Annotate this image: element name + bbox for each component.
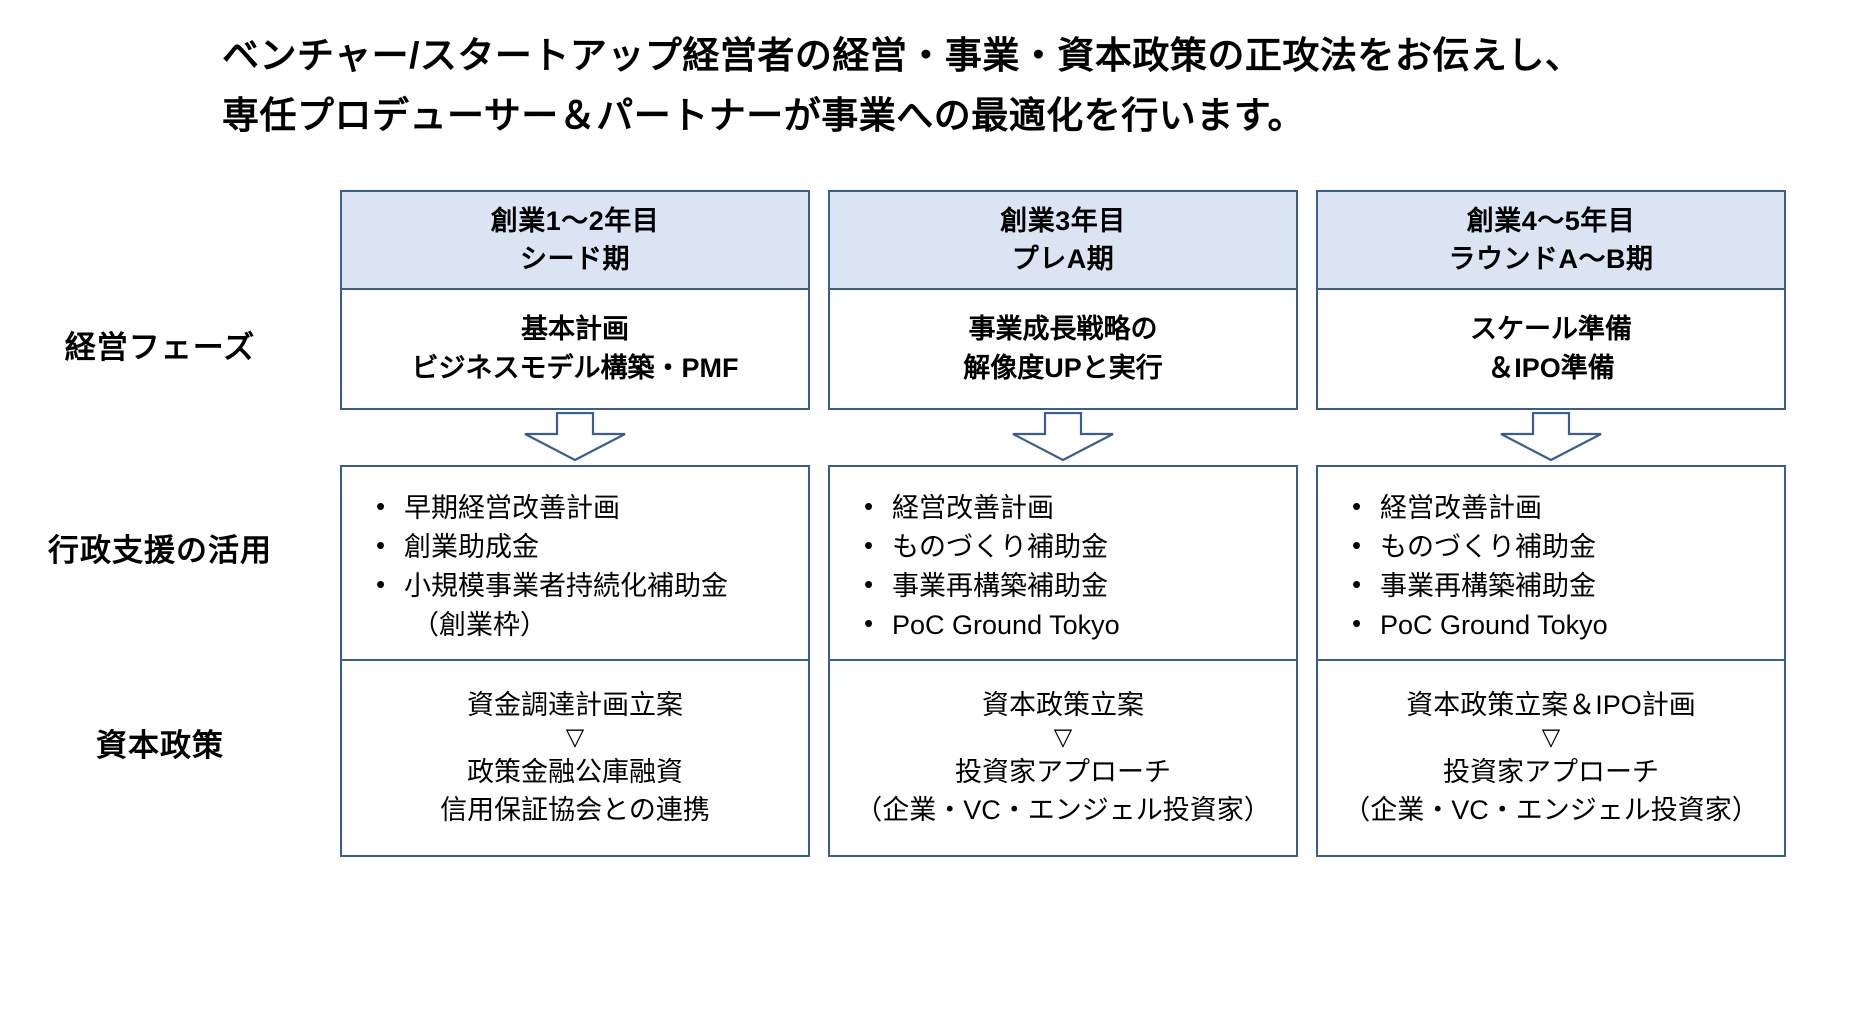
- capital-policy-cell-prea: 資本政策立案 ▽ 投資家アプローチ （企業・VC・エンジェル投資家）: [828, 660, 1298, 857]
- column-header-line-2: シード期: [520, 244, 630, 274]
- column-header-line-2: プレA期: [1011, 244, 1115, 274]
- column-header-seed: 創業1〜2年目 シード期: [340, 190, 810, 290]
- support-list-round-ab: 経営改善計画 ものづくり補助金 事業再構築補助金 PoC Ground Toky…: [1318, 488, 1784, 645]
- down-arrow-icon: [1012, 412, 1114, 462]
- down-arrow-icon: [1500, 412, 1602, 462]
- support-item-text: 経営改善計画: [892, 493, 1054, 523]
- support-item-text: 事業再構築補助金: [892, 570, 1108, 601]
- support-item-continuation: （創業枠）: [412, 609, 547, 640]
- capital-line-3: 投資家アプローチ: [955, 756, 1171, 787]
- support-item-text: PoC Ground Tokyo: [892, 609, 1120, 640]
- list-item: ものづくり補助金: [1346, 527, 1774, 567]
- support-list-seed: 早期経営改善計画 創業助成金 小規模事業者持続化補助金 （創業枠）: [342, 488, 808, 645]
- support-item-text: ものづくり補助金: [1380, 531, 1596, 562]
- down-triangle-icon: ▽: [565, 723, 585, 751]
- support-item-text: 事業再構築補助金: [1380, 570, 1596, 601]
- phase-line-2: ＆IPO準備: [1487, 353, 1615, 383]
- management-phase-cell-seed: 基本計画 ビジネスモデル構築・PMF: [340, 290, 810, 410]
- title-line-1: ベンチャー/スタートアップ経営者の経営・事業・資本政策の正攻法をお伝えし、: [222, 35, 1583, 76]
- capital-line-4: （企業・VC・エンジェル投資家）: [855, 795, 1271, 826]
- list-item: 早期経営改善計画: [370, 488, 798, 528]
- list-item: ものづくり補助金: [858, 527, 1286, 567]
- down-arrow-seed: [340, 410, 810, 465]
- column-header-round-ab: 創業4〜5年目 ラウンドA〜B期: [1316, 190, 1786, 290]
- list-item: 事業再構築補助金: [858, 566, 1286, 606]
- public-support-cell-round-ab: 経営改善計画 ものづくり補助金 事業再構築補助金 PoC Ground Toky…: [1316, 465, 1786, 661]
- phase-column-prea: 創業3年目 プレA期 事業成長戦略の 解像度UPと実行 経営改善計画 ものづく: [828, 190, 1298, 857]
- list-item: 小規模事業者持続化補助金 （創業枠）: [370, 566, 798, 645]
- phase-columns: 創業1〜2年目 シード期 基本計画 ビジネスモデル構築・PMF 早期経営改善計画: [340, 190, 1840, 857]
- capital-line-3: 投資家アプローチ: [1443, 756, 1659, 787]
- down-arrow-prea: [828, 410, 1298, 465]
- list-item: PoC Ground Tokyo: [1346, 605, 1774, 645]
- phase-column-seed: 創業1〜2年目 シード期 基本計画 ビジネスモデル構築・PMF 早期経営改善計画: [340, 190, 810, 857]
- capital-line-3: 政策金融公庫融資: [467, 756, 683, 787]
- list-item: 創業助成金: [370, 527, 798, 567]
- down-triangle-icon: ▽: [1541, 723, 1561, 751]
- row-label-management-phase: 経営フェーズ: [64, 330, 256, 365]
- capital-line-1: 資金調達計画立案: [467, 689, 683, 720]
- down-arrow-icon: [524, 412, 626, 462]
- page-title: ベンチャー/スタートアップ経営者の経営・事業・資本政策の正攻法をお伝えし、 専任…: [0, 26, 1852, 146]
- support-item-text: 創業助成金: [404, 531, 539, 562]
- support-item-text: 小規模事業者持続化補助金: [404, 570, 728, 601]
- capital-policy-cell-seed: 資金調達計画立案 ▽ 政策金融公庫融資 信用保証協会との連携: [340, 660, 810, 857]
- capital-line-4: 信用保証協会との連携: [440, 795, 710, 826]
- phase-line-1: スケール準備: [1470, 313, 1632, 344]
- management-phase-cell-round-ab: スケール準備 ＆IPO準備: [1316, 290, 1786, 410]
- capital-line-1: 資本政策立案: [982, 689, 1144, 720]
- support-item-text: 早期経営改善計画: [404, 493, 620, 523]
- column-header-line-1: 創業4〜5年目: [1466, 205, 1636, 236]
- list-item: PoC Ground Tokyo: [858, 605, 1286, 645]
- support-item-text: PoC Ground Tokyo: [1380, 609, 1608, 640]
- phase-column-round-ab: 創業4〜5年目 ラウンドA〜B期 スケール準備 ＆IPO準備 経営改善計画 も: [1316, 190, 1786, 857]
- management-phase-cell-prea: 事業成長戦略の 解像度UPと実行: [828, 290, 1298, 410]
- list-item: 経営改善計画: [1346, 488, 1774, 528]
- down-arrow-round-ab: [1316, 410, 1786, 465]
- capital-line-4: （企業・VC・エンジェル投資家）: [1343, 795, 1759, 826]
- list-item: 経営改善計画: [858, 488, 1286, 528]
- down-triangle-icon: ▽: [1053, 723, 1073, 751]
- phase-line-2: 解像度UPと実行: [963, 353, 1163, 383]
- row-label-public-support: 行政支援の活用: [48, 533, 272, 568]
- support-list-prea: 経営改善計画 ものづくり補助金 事業再構築補助金 PoC Ground Toky…: [830, 488, 1296, 645]
- column-header-line-1: 創業3年目: [1000, 205, 1126, 236]
- support-item-text: 経営改善計画: [1380, 493, 1542, 523]
- capital-line-1: 資本政策立案＆IPO計画: [1406, 689, 1696, 720]
- capital-policy-cell-round-ab: 資本政策立案＆IPO計画 ▽ 投資家アプローチ （企業・VC・エンジェル投資家）: [1316, 660, 1786, 857]
- column-header-prea: 創業3年目 プレA期: [828, 190, 1298, 290]
- phase-line-2: ビジネスモデル構築・PMF: [411, 353, 739, 383]
- phase-line-1: 基本計画: [521, 313, 629, 344]
- phase-line-1: 事業成長戦略の: [968, 313, 1158, 344]
- list-item: 事業再構築補助金: [1346, 566, 1774, 606]
- row-label-capital-policy: 資本政策: [96, 728, 224, 763]
- title-line-2: 専任プロデューサー＆パートナーが事業への最適化を行います。: [222, 94, 1306, 136]
- public-support-cell-prea: 経営改善計画 ものづくり補助金 事業再構築補助金 PoC Ground Toky…: [828, 465, 1298, 661]
- column-header-line-1: 創業1〜2年目: [490, 205, 660, 236]
- support-item-text: ものづくり補助金: [892, 531, 1108, 562]
- public-support-cell-seed: 早期経営改善計画 創業助成金 小規模事業者持続化補助金 （創業枠）: [340, 465, 810, 661]
- column-header-line-2: ラウンドA〜B期: [1448, 244, 1654, 274]
